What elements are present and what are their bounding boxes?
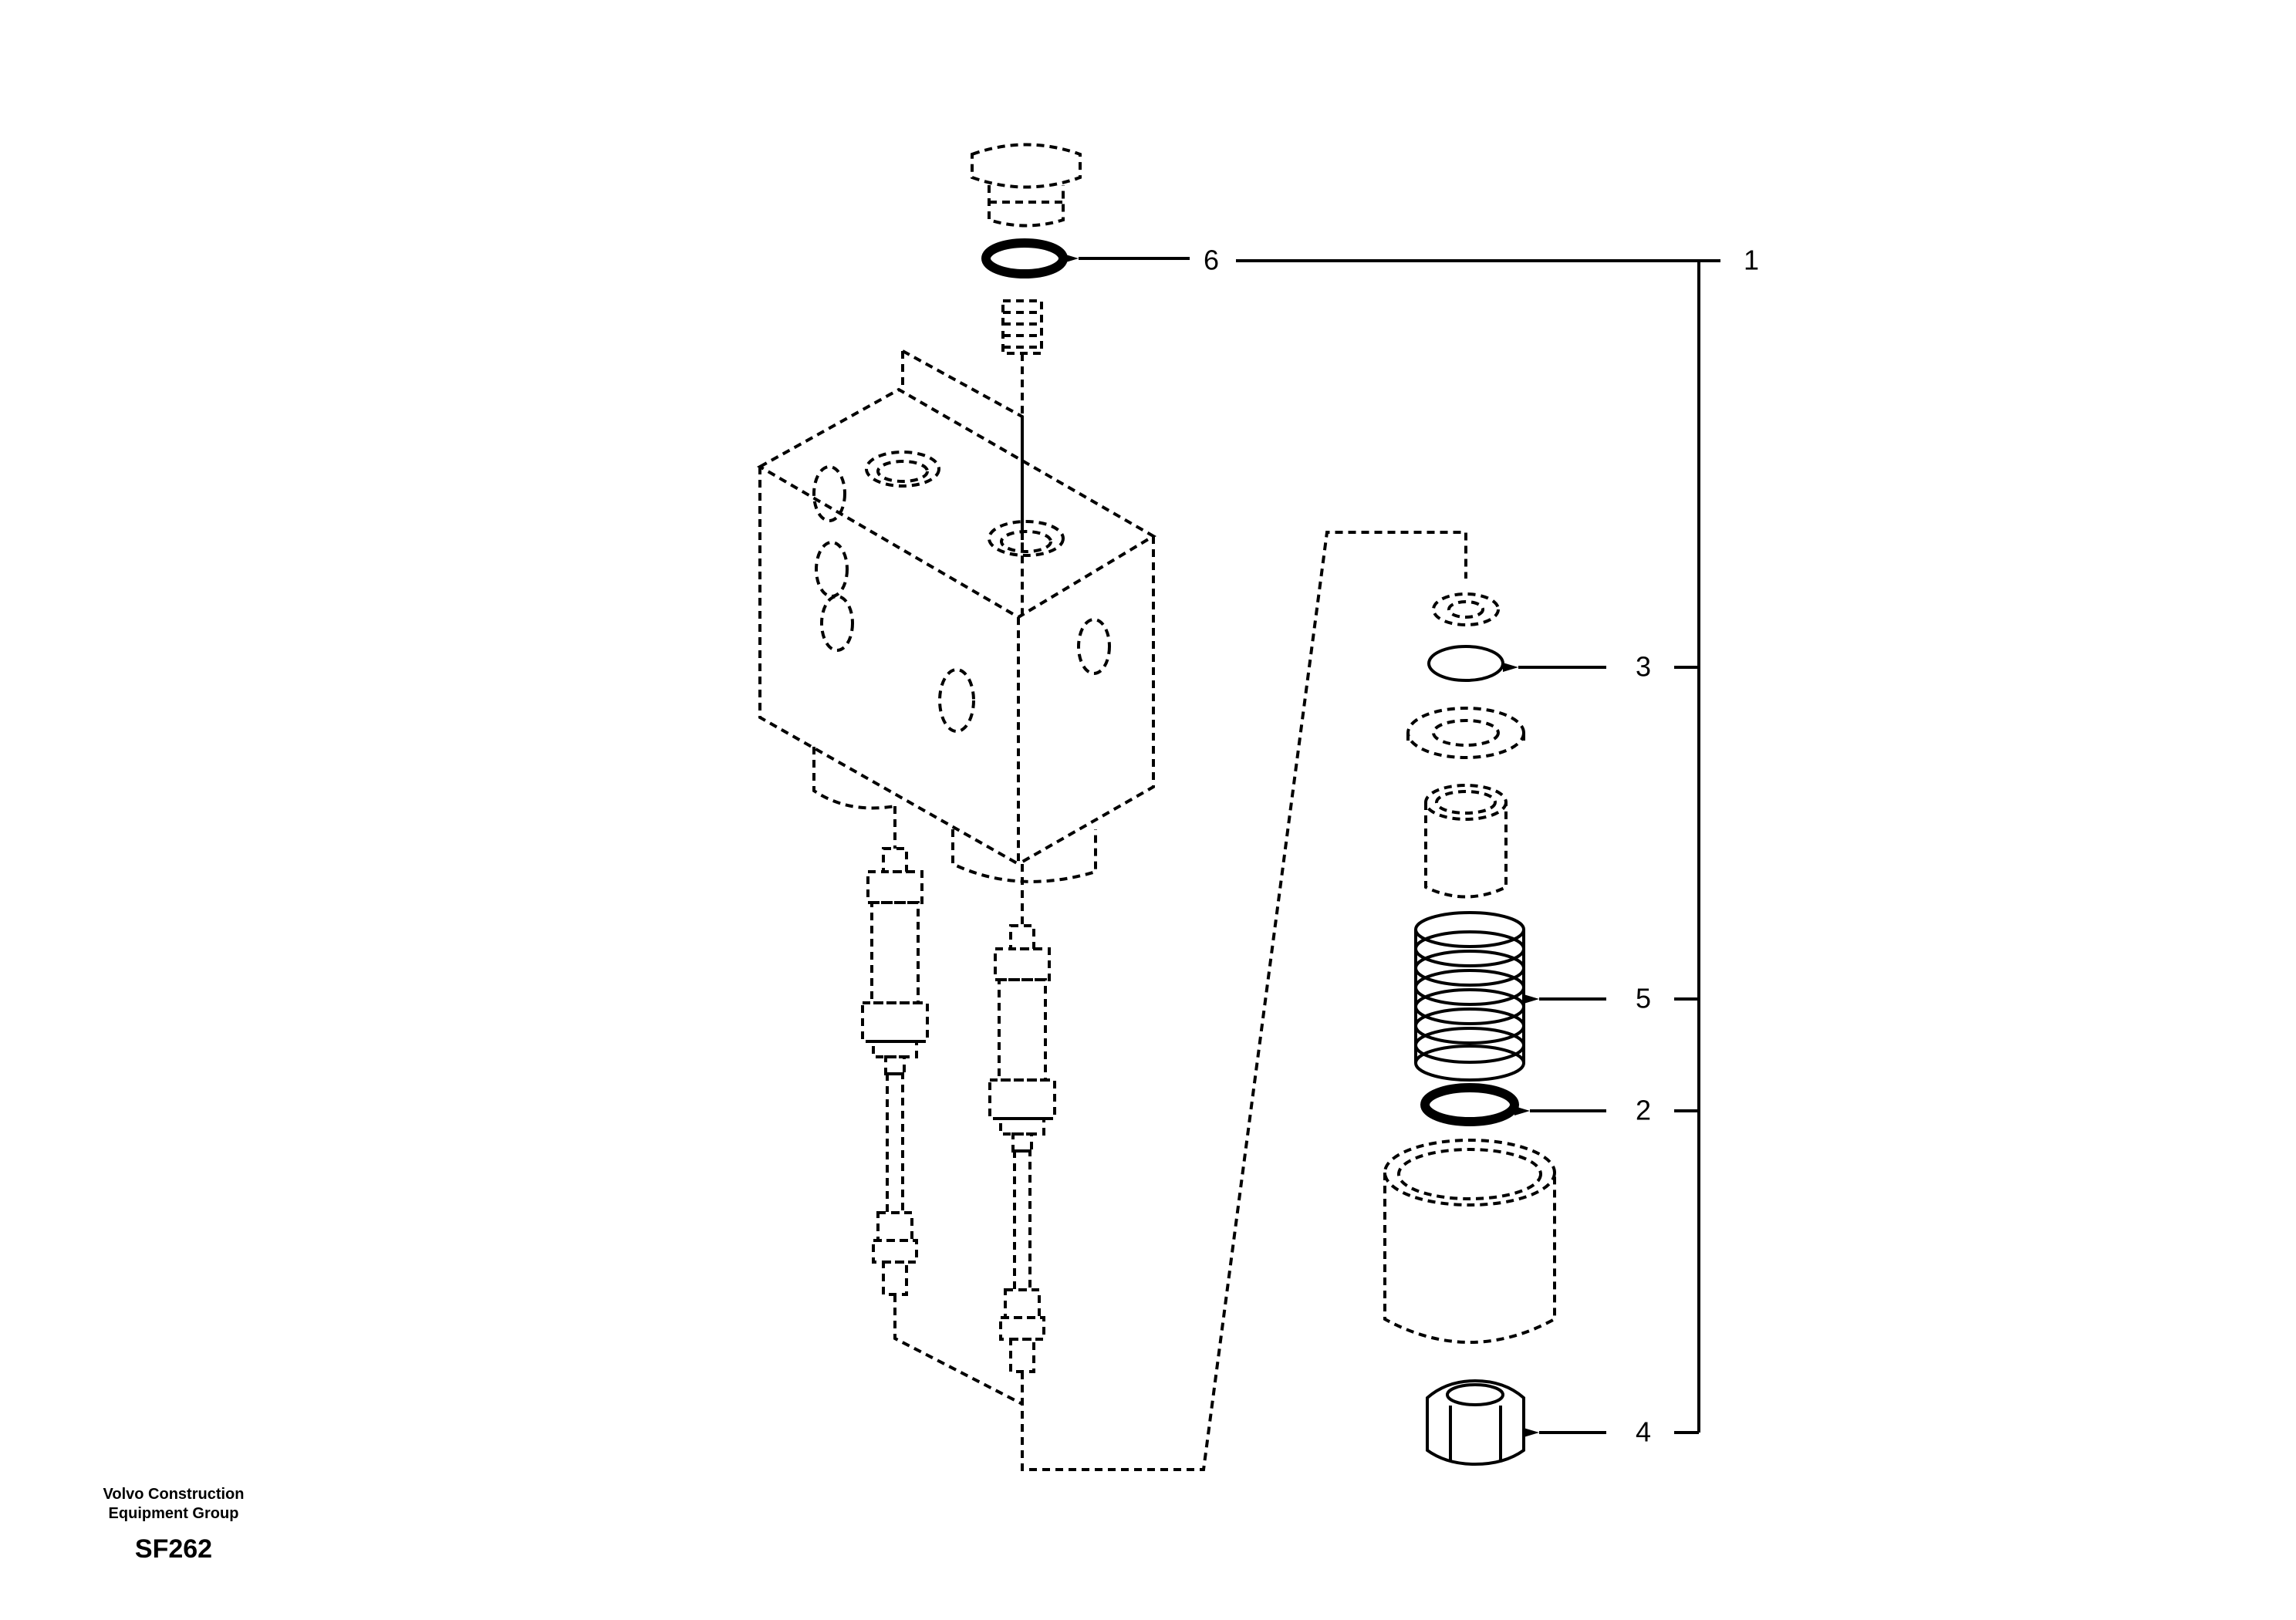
small-spring-part (1001, 299, 1043, 355)
assembly-centerlines (893, 353, 1467, 1471)
callout-4: 4 (1636, 1416, 1651, 1448)
nut-part-4 (1426, 1379, 1525, 1466)
plug-part (971, 143, 1082, 228)
valve-body-block (756, 349, 1156, 883)
small-seat-part (1432, 592, 1500, 626)
sleeve-part (1424, 784, 1508, 899)
cup-part (1383, 1139, 1556, 1344)
spring-part-5 (1414, 911, 1525, 1082)
spool-left (861, 806, 929, 1296)
company-name-line2: Equipment Group (108, 1505, 239, 1522)
o-ring-part-3 (1427, 645, 1504, 682)
spool-right (988, 864, 1056, 1373)
callout-6: 6 (1204, 245, 1219, 276)
callout-1: 1 (1744, 245, 1759, 276)
callout-leaders (1063, 254, 1720, 1437)
washer-part (1406, 707, 1525, 759)
footer-block: Volvo Construction Equipment Group SF262 (0, 1485, 347, 1564)
o-ring-part-6 (981, 238, 1068, 278)
o-ring-part-2 (1420, 1083, 1519, 1126)
drawing-code: SF262 (134, 1534, 213, 1564)
callout-5: 5 (1636, 983, 1651, 1014)
company-name-line1: Volvo Construction (103, 1486, 245, 1503)
callout-2: 2 (1636, 1095, 1651, 1126)
callout-3: 3 (1636, 651, 1651, 683)
